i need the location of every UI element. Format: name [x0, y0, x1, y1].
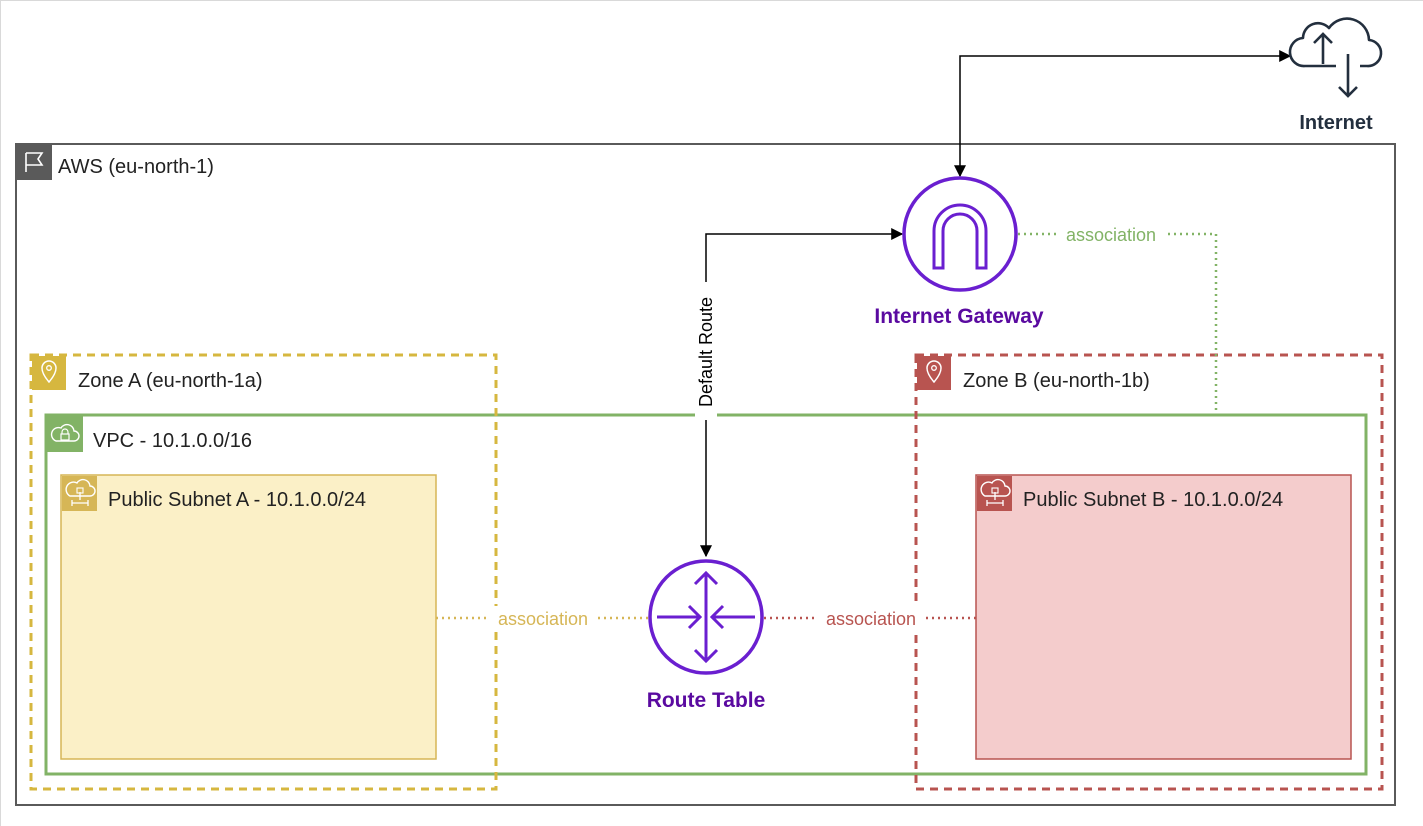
- cloud-upload-download-icon: [1288, 17, 1383, 98]
- subnet-a-label: Public Subnet A - 10.1.0.0/24: [108, 489, 366, 511]
- aws-region-label: AWS (eu-north-1): [58, 156, 214, 178]
- public-subnet-b[interactable]: Public Subnet B - 10.1.0.0/24: [975, 474, 1352, 760]
- route-table-node[interactable]: Route Table: [647, 559, 766, 712]
- router-icon: [648, 559, 764, 675]
- internet-gateway-label: Internet Gateway: [874, 305, 1044, 328]
- cloud-network-icon: [62, 476, 97, 511]
- internet-gateway-node[interactable]: Internet Gateway: [874, 176, 1044, 328]
- zone-b-label: Zone B (eu-north-1b): [963, 370, 1150, 392]
- zone-a-group[interactable]: Zone A (eu-north-1a): [29, 353, 498, 791]
- subnet-b-association-connector[interactable]: association: [764, 606, 976, 630]
- subnet-a-association-connector[interactable]: association: [436, 606, 648, 630]
- igw-association-connector[interactable]: association: [1018, 222, 1218, 415]
- internet-gateway-connector[interactable]: [954, 50, 1292, 178]
- cloud-lock-icon: [47, 416, 83, 452]
- internet-gateway-icon: [902, 176, 1018, 292]
- default-route-connector[interactable]: Default Route: [695, 228, 904, 558]
- igw-association-label: association: [1066, 225, 1156, 245]
- zone-a-label: Zone A (eu-north-1a): [78, 370, 263, 392]
- location-pin-icon: [917, 356, 951, 390]
- subnet-b-association-label: association: [826, 609, 916, 629]
- cloud-network-icon: [977, 476, 1012, 511]
- route-table-label: Route Table: [647, 689, 766, 712]
- aws-region-group[interactable]: AWS (eu-north-1): [15, 143, 1396, 806]
- zone-b-group[interactable]: Zone B (eu-north-1b): [914, 353, 1384, 791]
- default-route-label: Default Route: [696, 297, 716, 407]
- vpc-group[interactable]: VPC - 10.1.0.0/16: [44, 413, 1368, 776]
- subnet-b-label: Public Subnet B - 10.1.0.0/24: [1023, 489, 1283, 511]
- vpc-label: VPC - 10.1.0.0/16: [93, 430, 252, 452]
- public-subnet-a[interactable]: Public Subnet A - 10.1.0.0/24: [60, 474, 437, 760]
- subnet-a-association-label: association: [498, 609, 588, 629]
- internet-label: Internet: [1299, 112, 1373, 134]
- location-pin-icon: [32, 356, 66, 390]
- internet-node[interactable]: Internet: [1288, 17, 1383, 134]
- flag-icon: [17, 145, 52, 180]
